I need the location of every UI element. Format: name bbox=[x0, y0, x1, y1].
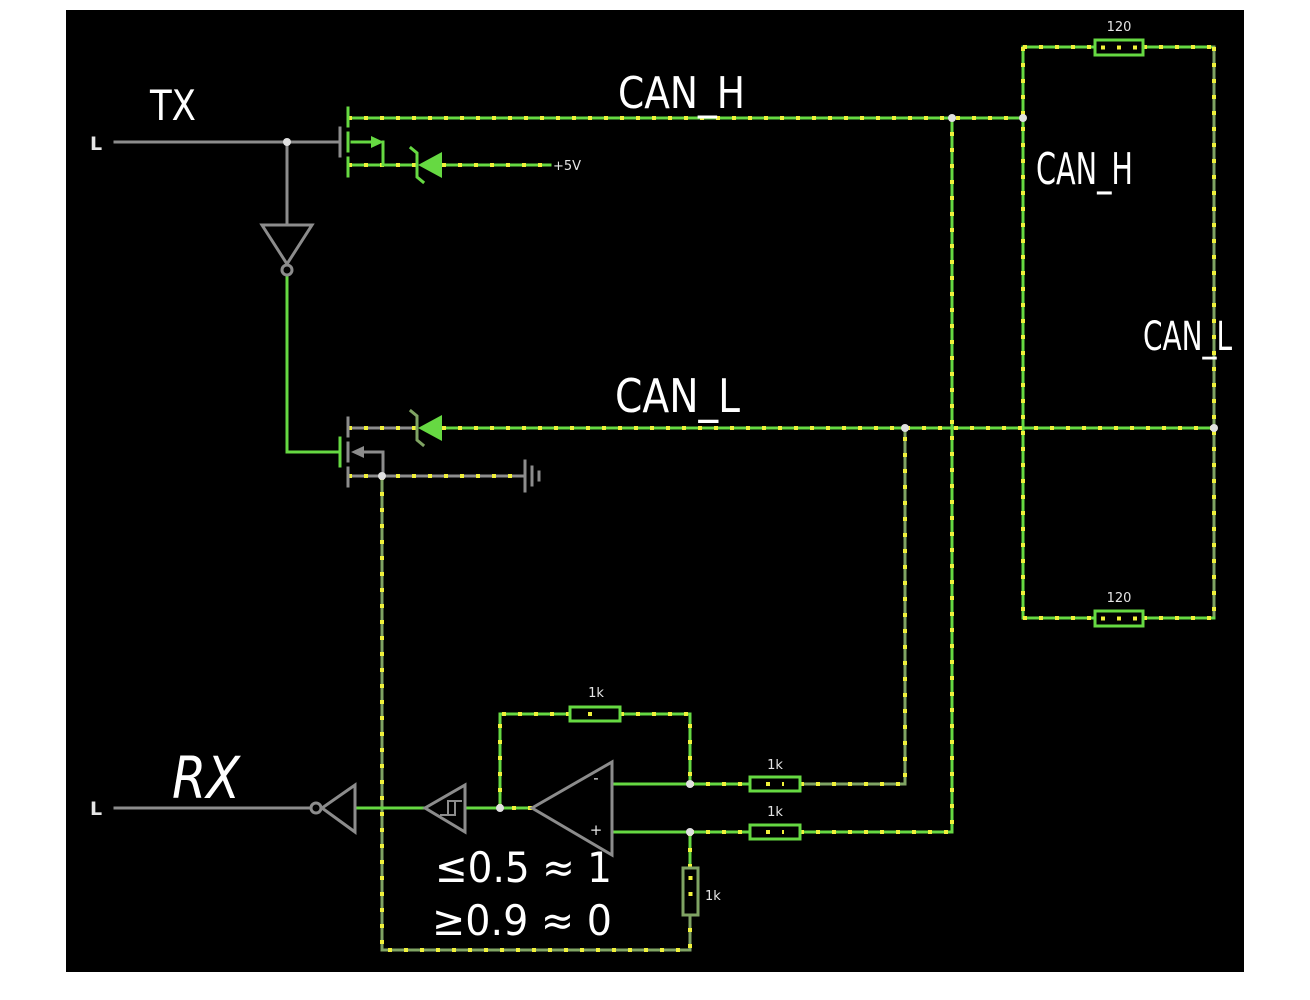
annotation-can-h-bus: CAN_H bbox=[618, 68, 745, 119]
high-side-zener-cathode[interactable] bbox=[408, 145, 426, 185]
schmitt-buffer[interactable] bbox=[422, 782, 467, 835]
annotation-threshold-high: ≥0.9 ≈ 0 bbox=[432, 896, 612, 945]
feedback-resistor-body[interactable] bbox=[568, 705, 622, 723]
rx-inverter[interactable] bbox=[309, 782, 357, 835]
high-side-mosfet-arrow[interactable] bbox=[371, 136, 384, 148]
tx-logic-input-state[interactable]: L bbox=[90, 133, 102, 155]
annotations: TX CAN_H CAN_H CAN_L CAN_L RX ≤0.5 ≈ 1 ≥… bbox=[149, 68, 1232, 945]
plus-input-resistor[interactable] bbox=[748, 823, 802, 841]
low-side-zener-anode[interactable] bbox=[418, 415, 442, 441]
can-h-sense-wire-current bbox=[800, 118, 954, 834]
can-l-sense-wire-current bbox=[800, 428, 907, 786]
plus-input-resistor-value: 1k bbox=[767, 805, 783, 820]
rx-logic-output-state: L bbox=[90, 798, 102, 820]
opamp-plus-sign: + bbox=[590, 821, 603, 839]
feedback-left-wire bbox=[498, 712, 572, 810]
components bbox=[259, 38, 1145, 917]
simulator-canvas[interactable] bbox=[66, 10, 1244, 972]
minus-input-resistor[interactable] bbox=[748, 775, 802, 793]
ground-bars[interactable] bbox=[523, 459, 541, 493]
low-side-zener[interactable] bbox=[408, 408, 442, 448]
junctions bbox=[283, 114, 1218, 836]
high-side-mosfet[interactable] bbox=[338, 106, 385, 178]
annotation-threshold-low: ≤0.5 ≈ 1 bbox=[435, 843, 612, 892]
feedback-resistor[interactable] bbox=[568, 705, 622, 723]
annotation-can-l-termination: CAN_L bbox=[1143, 314, 1232, 360]
high-side-zener-anode[interactable] bbox=[418, 152, 442, 178]
ground-resistor-body[interactable] bbox=[681, 866, 700, 917]
tx-inverter-body[interactable] bbox=[259, 223, 315, 267]
ground-resistor[interactable] bbox=[681, 866, 700, 917]
supply-label: +5V bbox=[553, 159, 581, 174]
junction-ground bbox=[378, 472, 386, 480]
inverter-to-low-gate-wire bbox=[285, 273, 342, 454]
annotation-tx: TX bbox=[149, 81, 196, 130]
annotation-rx: RX bbox=[172, 744, 241, 812]
low-side-mosfet-body[interactable] bbox=[362, 450, 385, 478]
tx-inverter[interactable] bbox=[259, 223, 315, 277]
termination-bottom-value: 120 bbox=[1107, 591, 1132, 606]
tx-inverter-bubble[interactable] bbox=[280, 263, 294, 277]
annotation-can-l-bus: CAN_L bbox=[615, 369, 740, 423]
minus-input-resistor-value: 1k bbox=[767, 758, 783, 773]
current-flow-layer bbox=[348, 45, 1216, 952]
junction-tx bbox=[283, 138, 291, 146]
minus-input-resistor-body[interactable] bbox=[748, 775, 802, 793]
termination-resistor-top[interactable] bbox=[1093, 38, 1145, 57]
annotation-can-h-termination: CAN_H bbox=[1036, 144, 1133, 195]
receiver-ground-return-wire-current bbox=[380, 476, 692, 952]
opamp[interactable] bbox=[529, 759, 614, 858]
junction-can-l-termination bbox=[1210, 424, 1218, 432]
termination-top-value: 120 bbox=[1107, 20, 1132, 35]
feedback-right-wire bbox=[618, 712, 692, 786]
junction-opamp-output bbox=[496, 804, 504, 812]
feedback-resistor-value: 1k bbox=[588, 686, 604, 701]
rx-inverter-bubble[interactable] bbox=[309, 801, 323, 815]
termination-resistor-bottom[interactable] bbox=[1093, 609, 1145, 628]
low-side-mosfet[interactable] bbox=[338, 416, 385, 488]
junction-opamp-plus bbox=[686, 828, 694, 836]
low-side-zener-cathode[interactable] bbox=[408, 408, 426, 448]
rx-inverter-body[interactable] bbox=[319, 782, 357, 835]
junction-can-h-termination bbox=[1019, 114, 1027, 122]
low-side-mosfet-arrow[interactable] bbox=[351, 446, 364, 458]
schmitt-buffer-body[interactable] bbox=[422, 782, 467, 835]
component-labels: L L +5V 120 120 1k 1k 1k 1k - + bbox=[90, 20, 1131, 904]
plus-input-resistor-body[interactable] bbox=[748, 823, 802, 841]
ground-resistor-value: 1k bbox=[705, 889, 721, 904]
junction-opamp-minus bbox=[686, 780, 694, 788]
ground-symbol[interactable] bbox=[523, 459, 541, 493]
junction-can-h-sense bbox=[948, 114, 956, 122]
opamp-body[interactable] bbox=[529, 759, 614, 858]
junction-can-l-sense bbox=[901, 424, 909, 432]
opamp-minus-sign: - bbox=[593, 769, 598, 787]
high-side-zener[interactable] bbox=[408, 145, 442, 185]
schmitt-hysteresis-icon bbox=[440, 800, 462, 816]
